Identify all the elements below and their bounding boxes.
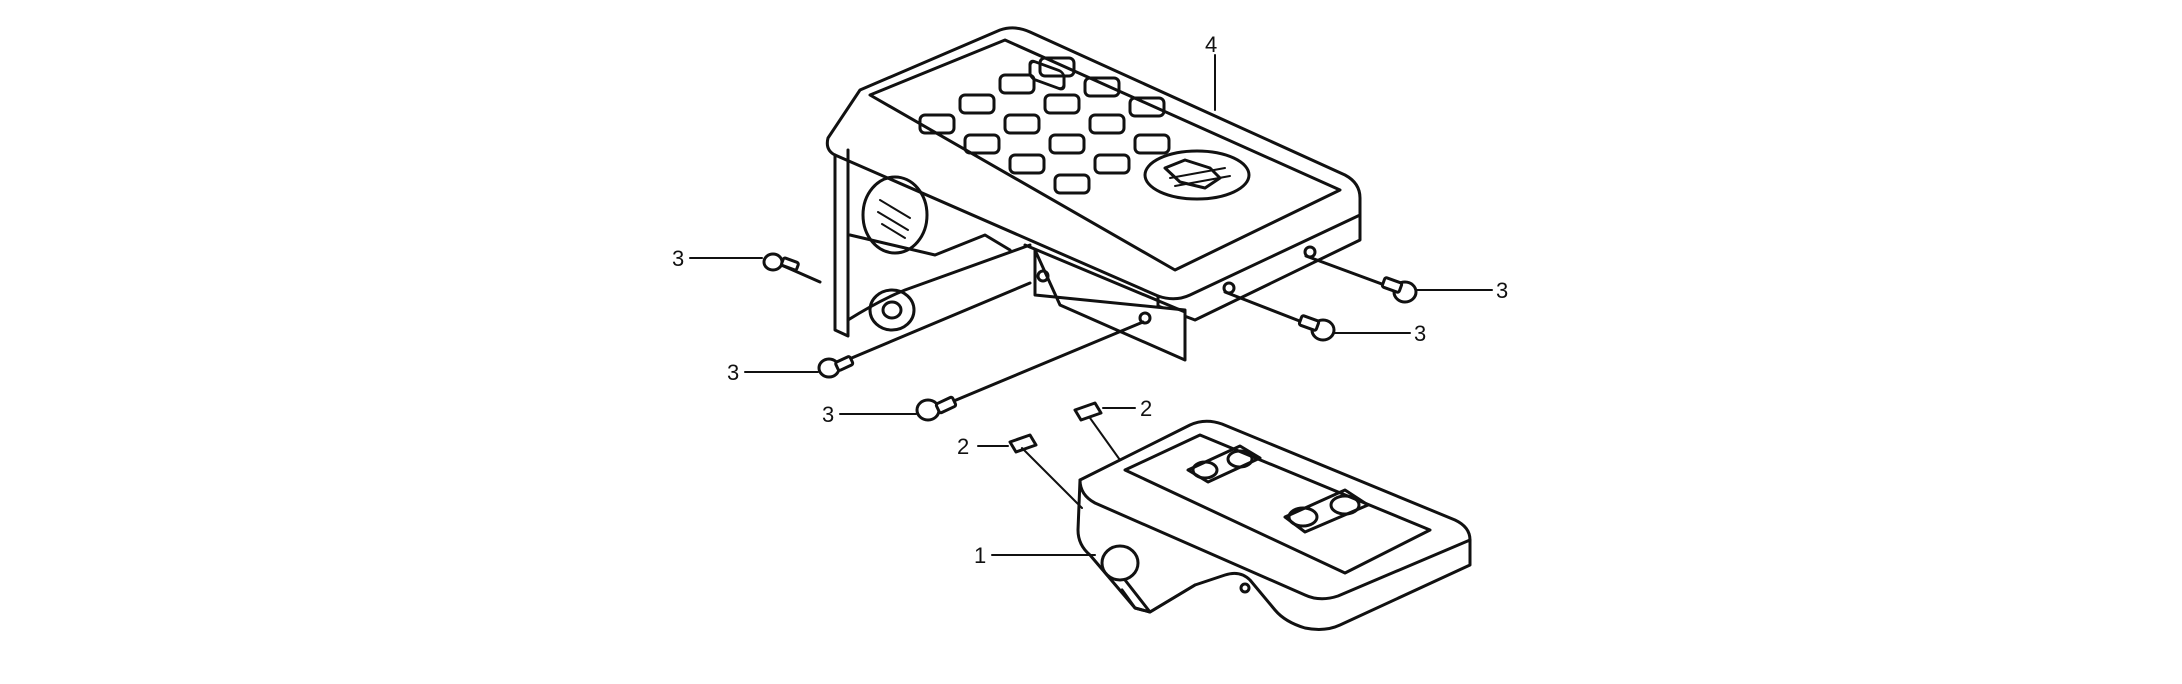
callout-4-label: 4: [1205, 32, 1217, 57]
part-4-cover: [825, 26, 1362, 362]
callout-3-right-upper: 3: [1415, 278, 1508, 303]
callout-4: 4: [1205, 32, 1217, 111]
callout-3a-label: 3: [672, 246, 684, 271]
callout-3e-label: 3: [1496, 278, 1508, 303]
part-2-clip-right: [1073, 401, 1121, 461]
screw-left-upper: [762, 252, 822, 284]
callout-3-right-mid: 3: [1333, 321, 1426, 346]
callout-2-right: 2: [1102, 396, 1152, 421]
callout-2-left: 2: [957, 434, 1009, 459]
callout-3c-label: 3: [822, 402, 834, 427]
screw-right-mid: [1223, 290, 1336, 342]
callout-2b-label: 2: [1140, 396, 1152, 421]
screw-right-upper: [1304, 254, 1418, 304]
callout-3-left-lower: 3: [822, 402, 917, 427]
callout-1: 1: [974, 543, 1096, 568]
callout-3-left-mid: 3: [727, 360, 819, 385]
callout-3b-label: 3: [727, 360, 739, 385]
screw-left-lower: [915, 320, 1145, 422]
callout-1-label: 1: [974, 543, 986, 568]
part-2-clip-left: [1008, 433, 1083, 509]
callout-2a-label: 2: [957, 434, 969, 459]
callout-3-left-upper: 3: [672, 246, 763, 271]
screw-left-mid: [817, 281, 1032, 379]
callout-3d-label: 3: [1414, 321, 1426, 346]
part-1-body: [1076, 419, 1472, 631]
